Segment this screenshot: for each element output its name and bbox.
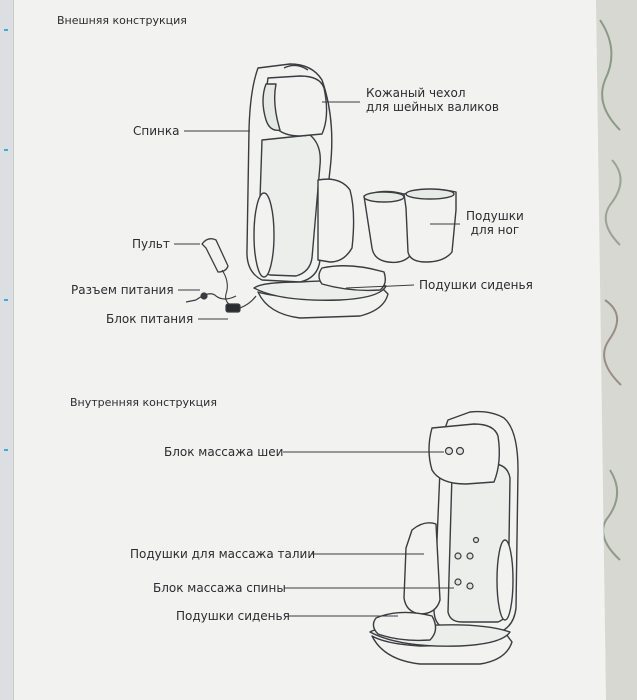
- left-page-blue-marks: [4, 29, 8, 451]
- outer-remote: [201, 238, 233, 307]
- outer-chair-illustration: [246, 63, 355, 283]
- label-remote: Пульт: [132, 237, 170, 251]
- label-leather-cover: Кожаный чехол для шейных валиков: [366, 86, 499, 114]
- label-leather-cover-line1: Кожаный чехол: [366, 86, 466, 100]
- label-backrest: Спинка: [133, 124, 180, 138]
- outer-leader-lines: [174, 101, 460, 320]
- inner-neck-massage-block: [428, 423, 501, 485]
- outer-heading: Внешняя конструкция: [57, 14, 187, 27]
- outer-waist-cushion: [317, 178, 355, 263]
- label-foot-cushions-line1: Подушки: [466, 209, 524, 223]
- inner-right-bolster: [496, 539, 514, 621]
- left-page-edge: [0, 0, 14, 700]
- outer-foot-cushions: [363, 188, 457, 264]
- inner-seat-cushion: [369, 611, 513, 665]
- label-neck-massage-unit: Блок массажа шеи: [164, 445, 284, 459]
- label-waist-cushions: Подушки для массажа талии: [130, 547, 316, 561]
- inner-leader-lines: [283, 451, 454, 617]
- label-foot-cushions-line2: для ног: [470, 223, 520, 237]
- leader-seat-cushions: [345, 284, 415, 289]
- label-leather-cover-line2: для шейных валиков: [366, 100, 499, 114]
- inner-heading: Внутренняя конструкция: [70, 396, 217, 409]
- label-seat-cushions: Подушки сиденья: [419, 278, 533, 292]
- inner-massage-nodes: [444, 446, 480, 590]
- outer-left-side-bolster: [253, 192, 275, 278]
- label-inner-seat-cushions: Подушки сиденья: [176, 609, 290, 623]
- label-power-connector: Разъем питания: [71, 283, 174, 297]
- outer-seat-cushion: [253, 265, 389, 319]
- label-back-massage-unit: Блок массажа спины: [153, 581, 286, 595]
- label-power-supply: Блок питания: [106, 312, 194, 326]
- inner-waist-cushion: [403, 522, 441, 615]
- outer-power-supply: [185, 292, 257, 313]
- inner-chair-illustration: [403, 410, 519, 633]
- label-foot-cushions: Подушки для ног: [466, 209, 524, 237]
